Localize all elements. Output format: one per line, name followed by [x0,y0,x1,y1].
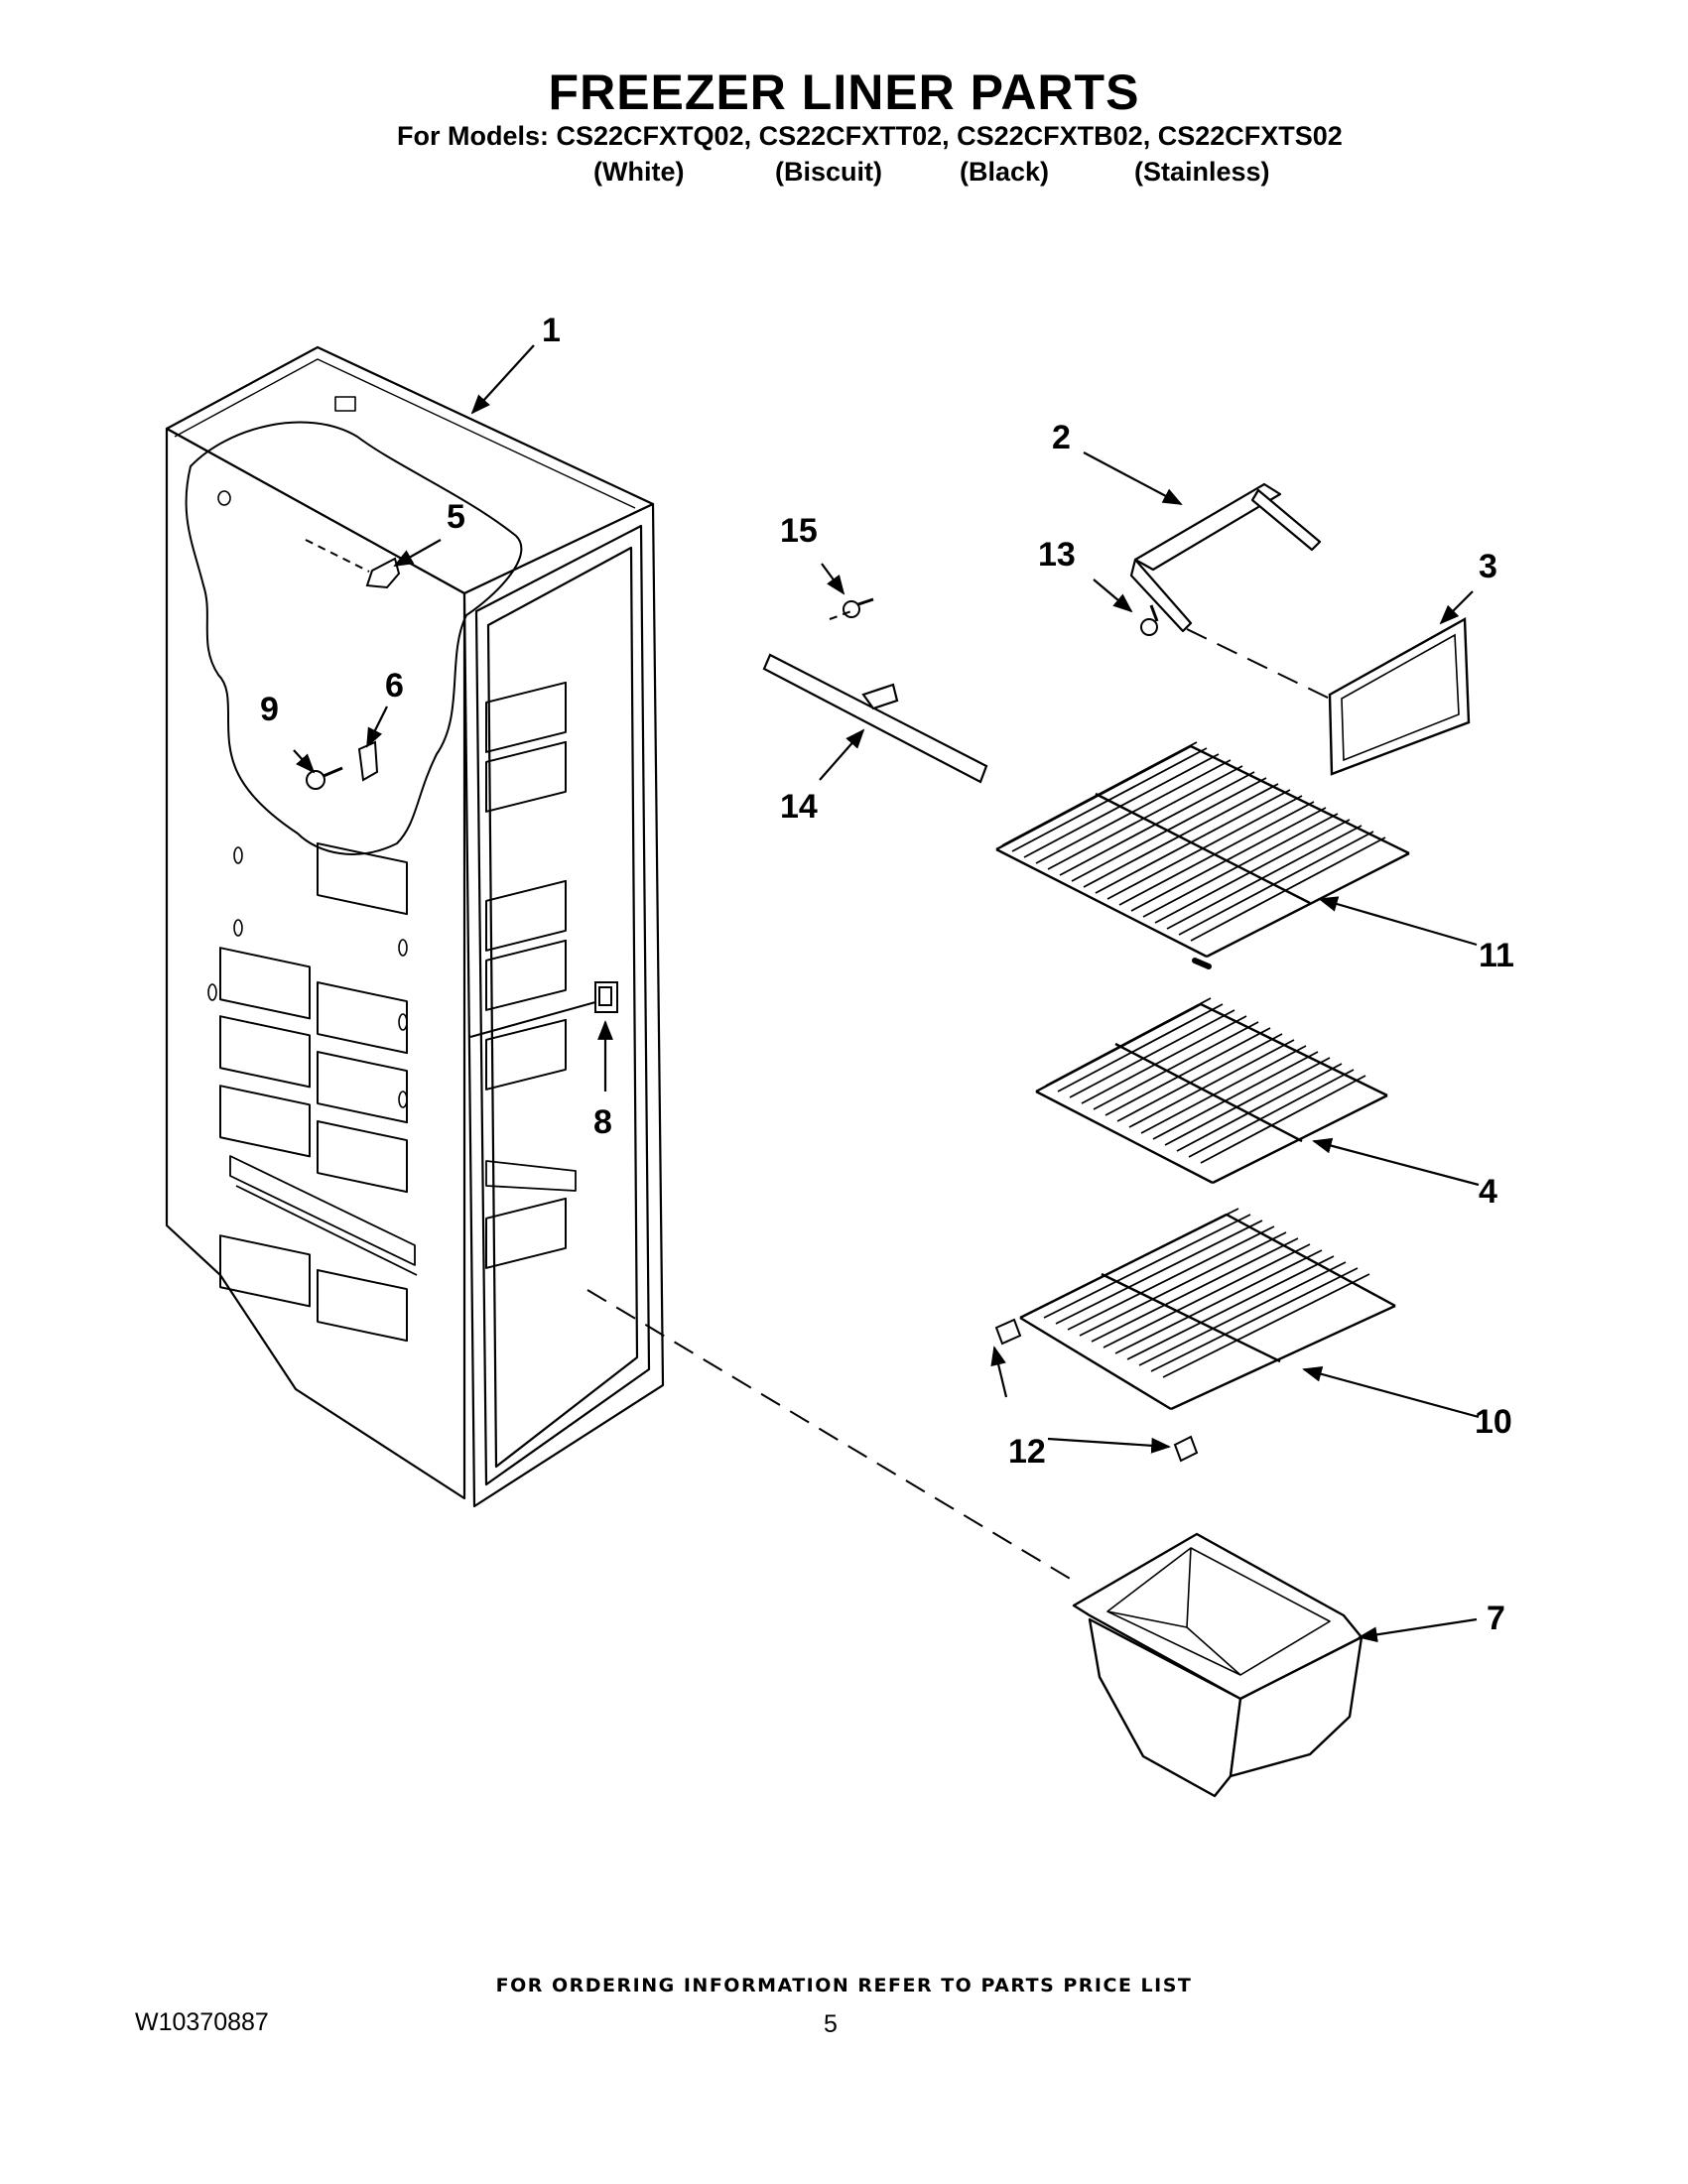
callout-8: 8 [593,1103,612,1141]
callout-14: 14 [780,788,818,826]
color-stainless: (Stainless) [1134,157,1270,187]
page-number: 5 [824,2010,838,2038]
callout-2: 2 [1052,419,1071,456]
page-title: FREEZER LINER PARTS [548,64,1140,120]
screw-part [306,766,343,790]
callout-7: 7 [1487,1600,1505,1637]
document-number: W10370887 [135,2008,269,2036]
callout-5: 5 [447,498,465,536]
color-biscuit: (Biscuit) [775,157,882,187]
screw-15 [843,597,874,618]
callout-1: 1 [542,312,561,349]
shelf-front [1328,616,1471,776]
callout-13: 13 [1038,536,1076,574]
leader-lines [293,344,1480,1643]
callout-12: 12 [1008,1433,1046,1471]
callout-9: 9 [260,691,279,728]
freezer-liner [165,345,665,1508]
wire-shelf-4 [1035,997,1388,1185]
callout-11: 11 [1479,937,1514,974]
color-white: (White) [593,157,685,187]
guard-bracket [1129,482,1322,633]
models-line: For Models: CS22CFXTQ02, CS22CFXTT02, CS… [397,121,1343,151]
shelf-glide [994,1318,1199,1463]
clip-part [365,557,401,589]
callout-10: 10 [1475,1403,1512,1441]
assembly-lines [305,539,1335,1581]
wire-shelf-11 [995,741,1410,969]
callout-3: 3 [1479,548,1497,585]
shelf-rail [762,653,988,784]
bracket-part [357,740,379,782]
screw-13 [1140,604,1159,636]
freezer-bin [1072,1532,1363,1798]
wire-shelf-10 [1019,1208,1396,1411]
callout-15: 15 [780,512,818,550]
callout-6: 6 [385,667,404,705]
callout-4: 4 [1479,1173,1497,1211]
sensor-part [594,981,618,1013]
ordering-note: FOR ORDERING INFORMATION REFER TO PARTS … [495,1975,1193,1996]
color-black: (Black) [960,157,1050,187]
